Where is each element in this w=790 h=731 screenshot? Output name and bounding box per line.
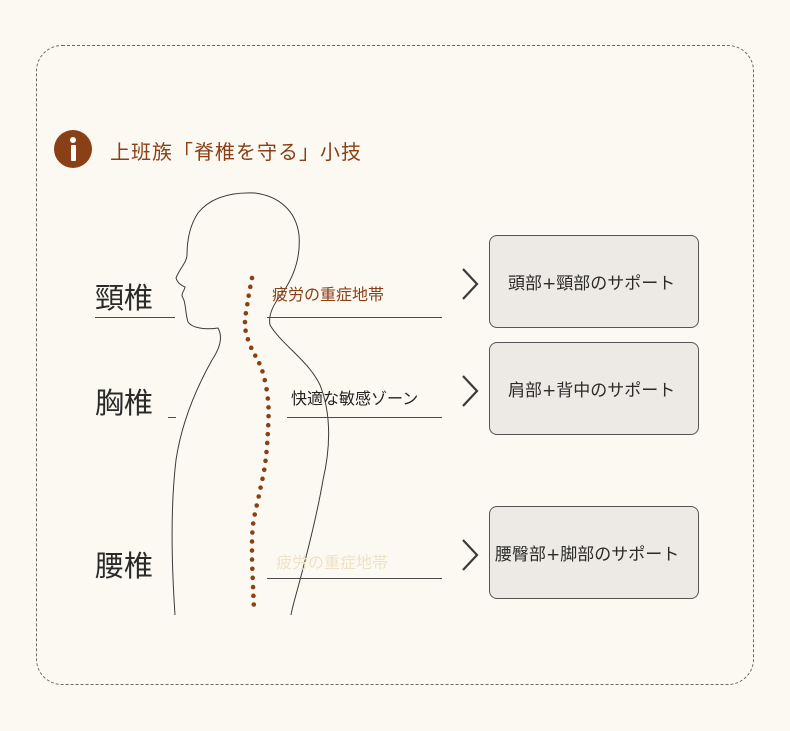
- spine-dot: [264, 387, 269, 392]
- spine-dot: [250, 530, 255, 535]
- note-underline: [287, 417, 442, 418]
- spine-dot: [246, 293, 251, 298]
- spine-dot: [260, 369, 265, 374]
- spine-dot: [265, 422, 271, 428]
- note-underline: [267, 317, 442, 318]
- info-icon: [54, 130, 92, 168]
- spine-dot: [254, 503, 260, 508]
- spine-dot: [262, 377, 268, 383]
- content-card: [36, 45, 754, 685]
- spine-dot: [250, 521, 256, 526]
- spine-dot: [252, 353, 258, 358]
- spine-dot: [243, 310, 249, 316]
- spine-dot: [249, 557, 255, 562]
- chevron-right-icon: [462, 268, 479, 300]
- spine-dot: [264, 440, 270, 446]
- label-underline: [95, 317, 175, 318]
- support-box-head-neck: 頭部+頸部のサポート: [489, 235, 699, 328]
- section-label-cervical: 頸椎: [95, 281, 154, 315]
- spine-dot: [245, 336, 251, 342]
- label-underline: [168, 417, 176, 418]
- spine-dot: [263, 458, 268, 464]
- spine-dot: [242, 319, 248, 325]
- spine-dot: [250, 584, 256, 590]
- support-box-waist-legs: 腰臀部+脚部のサポート: [489, 506, 699, 599]
- spine-dot: [266, 413, 271, 419]
- note-cervical: 疲労の重症地帯: [272, 285, 385, 304]
- support-box-shoulder-back: 肩部+背中のサポート: [489, 342, 699, 435]
- spine-dot: [249, 275, 255, 281]
- note-thoracic: 快適な敏感ゾーン: [291, 389, 419, 408]
- note-lumbar: 疲労の重症地帯: [276, 553, 389, 572]
- spine-dot: [265, 431, 271, 437]
- spine-dot: [258, 485, 263, 490]
- spine-dot: [248, 284, 253, 290]
- support-label: 肩部+背中のサポート: [508, 381, 676, 401]
- spine-dot: [251, 593, 256, 599]
- spine-dot: [250, 566, 255, 572]
- support-label: 腰臀部+脚部のサポート: [495, 545, 680, 565]
- spine-dotted-line: [242, 275, 271, 607]
- chevron-right-icon: [462, 539, 479, 571]
- spine-dot: [249, 539, 255, 544]
- spine-dot: [250, 575, 256, 581]
- spine-dot: [256, 494, 261, 499]
- section-label-lumbar: 腰椎: [95, 549, 154, 583]
- note-underline: [267, 578, 442, 579]
- page-title: 上班族「脊椎を守る」小技: [110, 140, 362, 164]
- spine-dot: [256, 360, 262, 366]
- spine-dot: [245, 301, 250, 307]
- section-label-thoracic: 胸椎: [95, 386, 154, 420]
- spine-dot: [264, 449, 269, 455]
- spine-dot: [260, 476, 265, 482]
- body-outline: [171, 192, 330, 616]
- support-label: 頭部+頸部のサポート: [508, 274, 676, 294]
- spine-dot: [248, 345, 254, 351]
- spine-dot: [266, 405, 271, 410]
- spine-dot: [249, 548, 255, 553]
- spine-dot: [243, 328, 248, 334]
- spine-dot: [252, 512, 258, 517]
- spine-dot: [265, 396, 271, 401]
- chevron-right-icon: [462, 375, 479, 407]
- spine-dot: [261, 467, 267, 473]
- spine-dot: [251, 602, 257, 607]
